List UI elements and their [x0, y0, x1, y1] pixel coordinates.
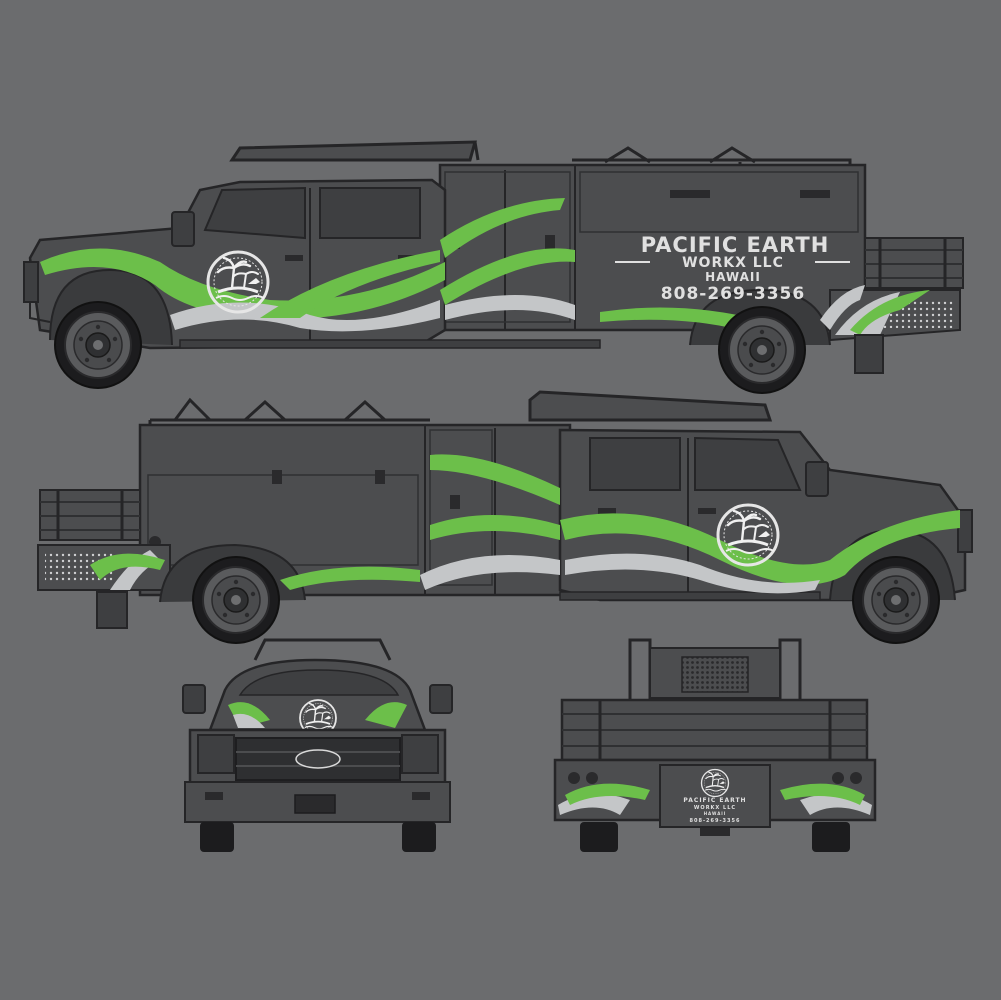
oval-emblem-icon	[295, 749, 341, 769]
front-wheel	[54, 301, 142, 389]
company-lettering: PACIFIC EARTH WORKX LLC HAWAII 808-269-3…	[615, 233, 850, 304]
tailgate-company-line2: WORKX LLC	[694, 805, 736, 811]
truck-left-side-view: PACIFIC EARTH WORKX LLC HAWAII 808-269-3…	[23, 140, 964, 394]
wrap-graphics-left	[40, 198, 865, 332]
tailgate-phone: 808-269-3356	[690, 818, 741, 824]
truck-rear-view: PACIFIC EARTH WORKX LLC HAWAII 808-269-3…	[553, 638, 877, 852]
front-wheel	[852, 556, 940, 644]
truck-front-view	[182, 638, 453, 852]
company-name-line3: HAWAII	[705, 270, 761, 284]
company-name-line2: WORKX LLC	[682, 255, 784, 271]
rear-cylinder-rack	[864, 237, 964, 289]
rear-wheel	[718, 306, 806, 394]
wrap-graphics-right	[280, 454, 960, 594]
company-phone: 808-269-3356	[661, 284, 805, 304]
tailgate-company-line3: HAWAII	[704, 811, 727, 816]
truck-right-side-view	[37, 390, 973, 644]
tailgate-company-line1: PACIFIC EARTH	[683, 797, 746, 804]
rear-wheel	[192, 556, 280, 644]
company-name-line1: PACIFIC EARTH	[641, 233, 830, 257]
rear-bumper	[37, 544, 171, 629]
rear-cylinder-rack	[39, 489, 141, 541]
